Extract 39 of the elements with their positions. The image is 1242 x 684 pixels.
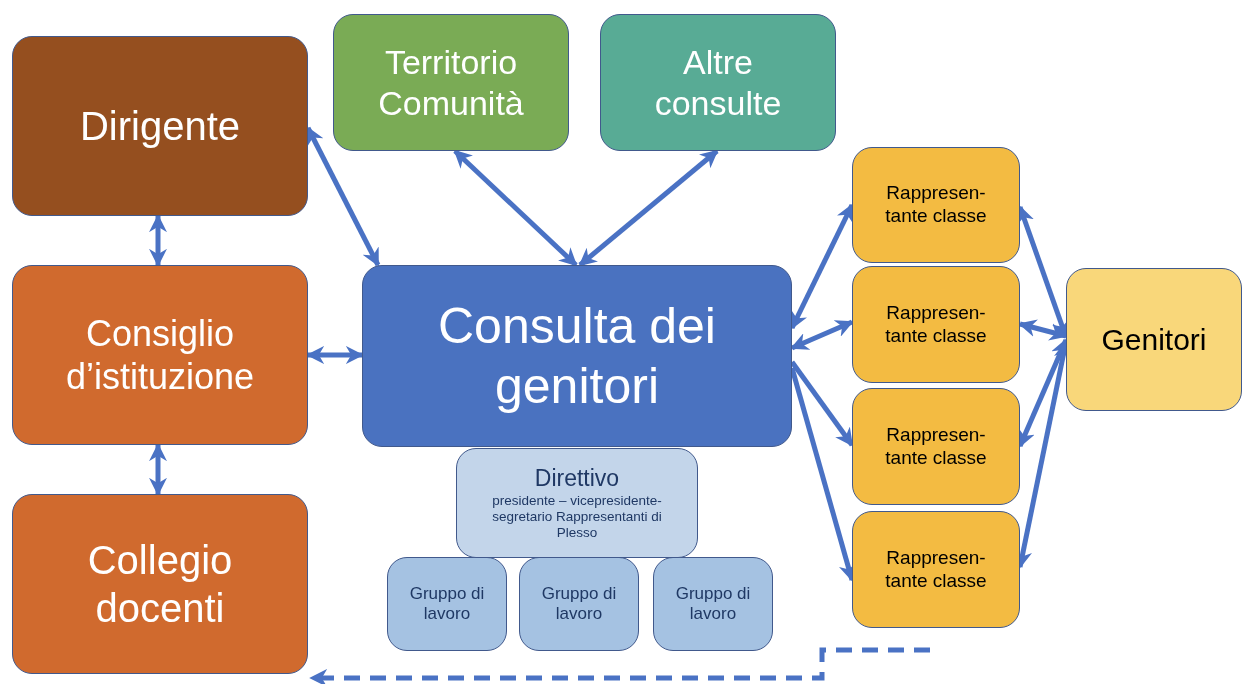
- node-label: Rappresen- tante classe: [884, 546, 988, 593]
- node-label: Rappresen- tante classe: [884, 423, 988, 470]
- node-description: presidente – vicepresidente- segretario Rappresentanti di Plesso: [491, 492, 663, 542]
- node-label: Rappresen- tante classe: [884, 301, 988, 348]
- node-label: Collegio docenti: [86, 537, 234, 632]
- representative-box: [852, 388, 1020, 505]
- org-box: [333, 14, 569, 151]
- arrow: [149, 214, 167, 267]
- dashed-arrow: [309, 647, 930, 684]
- arrow: [453, 149, 578, 267]
- node-label: Rappresen- tante classe: [884, 182, 988, 228]
- node-label: Dirigente: [79, 103, 241, 150]
- committee-box: [456, 448, 698, 558]
- parents-box: [1066, 268, 1242, 411]
- arrow: [306, 346, 364, 364]
- arrow: [790, 319, 854, 351]
- group-box: [519, 557, 639, 651]
- node-label: Consiglio d’istituzione: [64, 311, 256, 399]
- representative-box: [852, 266, 1020, 383]
- org-box: [12, 494, 308, 674]
- group-box: [387, 557, 507, 651]
- group-box: [653, 557, 773, 651]
- node-label: Territorio Comunità: [377, 41, 525, 124]
- node-label: Gruppo di lavoro: [540, 583, 618, 625]
- central-box: [362, 265, 792, 447]
- org-box: [12, 36, 308, 216]
- node-label: Gruppo di lavoro: [674, 583, 752, 625]
- arrow: [1018, 319, 1068, 341]
- node-label: Consulta dei genitori: [437, 297, 717, 416]
- node-label: Genitori: [1101, 321, 1207, 358]
- org-box: [600, 14, 836, 151]
- org-box: [12, 265, 308, 445]
- representative-box: [852, 511, 1020, 628]
- node-label: Altre consulte: [653, 41, 783, 124]
- node-label: Direttivo: [534, 464, 620, 493]
- arrow: [149, 443, 167, 496]
- representative-box: [852, 147, 1020, 263]
- node-label: Gruppo di lavoro: [408, 583, 486, 625]
- arrow: [578, 149, 719, 267]
